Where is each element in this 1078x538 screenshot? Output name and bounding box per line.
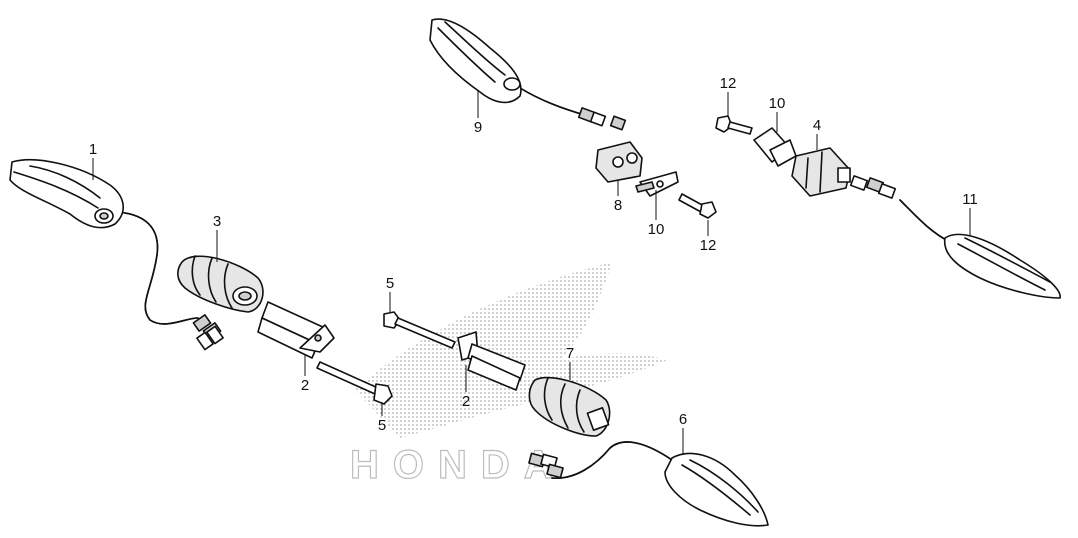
callout-4: 4 [813, 117, 821, 134]
callout-10: 10 [648, 221, 665, 238]
callout-5: 5 [386, 275, 394, 292]
callout-8: 8 [614, 197, 622, 214]
callout-leaders [92, 90, 971, 455]
bracket-collar-2-left [257, 301, 335, 359]
callout-12: 12 [720, 75, 737, 92]
callout-2: 2 [462, 393, 470, 410]
callout-12: 12 [700, 237, 717, 254]
rubber-mount-4 [791, 147, 851, 197]
winker-assembly-9 [429, 18, 627, 131]
callout-2: 2 [301, 377, 309, 394]
short-bolt-12-middle [678, 193, 717, 219]
callout-3: 3 [213, 213, 221, 230]
short-bolt-12-top [715, 115, 753, 135]
callout-labels: 1 2 2 3 4 5 5 6 7 8 9 10 10 11 12 12 [89, 75, 978, 434]
callout-9: 9 [474, 119, 482, 136]
callout-11: 11 [962, 191, 978, 208]
winker-assembly-6 [528, 441, 769, 527]
callout-7: 7 [566, 345, 574, 362]
winker-assembly-11 [849, 175, 1061, 299]
long-bolt-5-left [316, 361, 393, 405]
stay-plate-10-middle [635, 171, 679, 197]
rubber-mount-7 [528, 376, 611, 437]
rubber-mount-8 [595, 141, 643, 183]
winker-assembly-1 [9, 159, 224, 351]
watermark-wing-shape [355, 262, 668, 438]
callout-1: 1 [89, 141, 97, 158]
callout-6: 6 [679, 411, 687, 428]
bracket-collar-2-middle [457, 331, 526, 391]
callout-5: 5 [378, 417, 386, 434]
rubber-mount-3 [177, 255, 264, 313]
watermark-wordmark: HONDA [350, 443, 567, 487]
stay-plate-10-top [753, 127, 797, 167]
callout-10: 10 [769, 95, 786, 112]
long-bolt-5-middle [383, 311, 456, 349]
watermark-logo: HONDA [349, 262, 668, 488]
